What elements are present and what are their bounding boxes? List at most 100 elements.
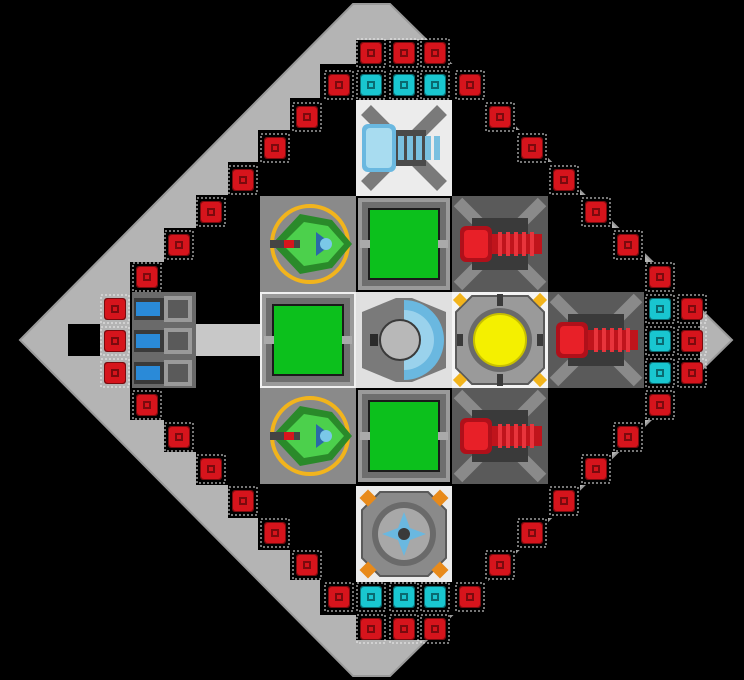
armor-block[interactable]: [132, 262, 162, 292]
cargo-bay[interactable]: [260, 292, 356, 388]
shield-block[interactable]: [420, 582, 450, 612]
armor-block[interactable]: [100, 294, 130, 324]
shield-block-icon: [645, 358, 675, 388]
shield-block[interactable]: [645, 326, 675, 356]
armor-block-icon: [228, 486, 258, 516]
armor-block[interactable]: [389, 38, 419, 68]
armor-block[interactable]: [613, 422, 643, 452]
shield-block-icon: [420, 582, 450, 612]
cargo-bay[interactable]: [356, 388, 452, 484]
armor-block[interactable]: [196, 197, 226, 227]
armor-block-icon: [389, 614, 419, 644]
shield-block[interactable]: [645, 294, 675, 324]
armor-block[interactable]: [164, 230, 194, 260]
armor-block[interactable]: [677, 326, 707, 356]
armor-block-icon: [517, 518, 547, 548]
armor-block-icon: [549, 165, 579, 195]
armor-block[interactable]: [581, 454, 611, 484]
armor-block-icon: [677, 326, 707, 356]
armor-block[interactable]: [485, 550, 515, 580]
armor-block-icon: [455, 582, 485, 612]
armor-block-icon: [132, 262, 162, 292]
armor-block-icon: [677, 294, 707, 324]
side-thrusters-left[interactable]: [132, 292, 196, 388]
armor-block[interactable]: [549, 165, 579, 195]
thruster-top[interactable]: [356, 100, 452, 196]
drone-bay-icon: [359, 489, 449, 579]
armor-block-icon: [581, 454, 611, 484]
armor-block-icon: [420, 614, 450, 644]
armor-block-icon: [164, 230, 194, 260]
shield-block-icon: [645, 326, 675, 356]
armor-block[interactable]: [517, 133, 547, 163]
laser-turret-icon: [548, 292, 644, 388]
shield-block[interactable]: [356, 582, 386, 612]
cockpit-icon: [260, 388, 356, 484]
armor-block[interactable]: [228, 486, 258, 516]
armor-block[interactable]: [645, 262, 675, 292]
armor-block[interactable]: [517, 518, 547, 548]
armor-block[interactable]: [581, 197, 611, 227]
armor-block[interactable]: [324, 70, 354, 100]
engine-icon: [356, 292, 452, 388]
armor-block-icon: [613, 422, 643, 452]
shield-block[interactable]: [356, 70, 386, 100]
cockpit-module[interactable]: [260, 196, 356, 292]
laser-turret-lower[interactable]: [452, 388, 548, 484]
armor-block[interactable]: [228, 165, 258, 195]
armor-block[interactable]: [196, 454, 226, 484]
laser-turret-icon: [452, 196, 548, 292]
thruster-icon: [361, 105, 447, 191]
armor-block[interactable]: [485, 102, 515, 132]
cockpit-module[interactable]: [260, 388, 356, 484]
armor-block[interactable]: [292, 550, 322, 580]
armor-block[interactable]: [389, 614, 419, 644]
armor-block[interactable]: [455, 582, 485, 612]
armor-block[interactable]: [356, 38, 386, 68]
armor-block[interactable]: [324, 582, 354, 612]
armor-block-icon: [292, 102, 322, 132]
drone-bay-bottom[interactable]: [356, 486, 452, 582]
armor-block[interactable]: [645, 390, 675, 420]
armor-block-icon: [677, 358, 707, 388]
shield-block[interactable]: [420, 70, 450, 100]
armor-block[interactable]: [677, 294, 707, 324]
armor-block[interactable]: [260, 133, 290, 163]
armor-block[interactable]: [100, 326, 130, 356]
reactor-core[interactable]: [452, 292, 548, 388]
armor-block[interactable]: [455, 70, 485, 100]
armor-block[interactable]: [356, 614, 386, 644]
armor-block-icon: [581, 197, 611, 227]
armor-block[interactable]: [164, 422, 194, 452]
armor-block[interactable]: [260, 518, 290, 548]
reactor-icon: [452, 292, 548, 388]
shield-block-icon: [420, 70, 450, 100]
armor-block-icon: [260, 518, 290, 548]
armor-block[interactable]: [613, 230, 643, 260]
shield-block[interactable]: [645, 358, 675, 388]
armor-block-icon: [228, 165, 258, 195]
armor-block[interactable]: [677, 358, 707, 388]
thruster-icon: [132, 292, 196, 388]
laser-turret-right[interactable]: [548, 292, 644, 388]
armor-block[interactable]: [420, 614, 450, 644]
shield-block[interactable]: [389, 70, 419, 100]
armor-block[interactable]: [292, 102, 322, 132]
armor-block-icon: [356, 614, 386, 644]
armor-block[interactable]: [420, 38, 450, 68]
shield-block-icon: [645, 294, 675, 324]
armor-block[interactable]: [549, 486, 579, 516]
shield-block-icon: [356, 70, 386, 100]
armor-block-icon: [324, 582, 354, 612]
armor-block[interactable]: [132, 390, 162, 420]
armor-block-icon: [196, 197, 226, 227]
cargo-bay[interactable]: [356, 196, 452, 292]
armor-block-icon: [420, 38, 450, 68]
armor-block-icon: [324, 70, 354, 100]
engine-core[interactable]: [356, 292, 452, 388]
armor-block[interactable]: [100, 358, 130, 388]
armor-block-icon: [613, 230, 643, 260]
cargo-bay-icon: [262, 294, 354, 386]
shield-block[interactable]: [389, 582, 419, 612]
laser-turret-upper[interactable]: [452, 196, 548, 292]
